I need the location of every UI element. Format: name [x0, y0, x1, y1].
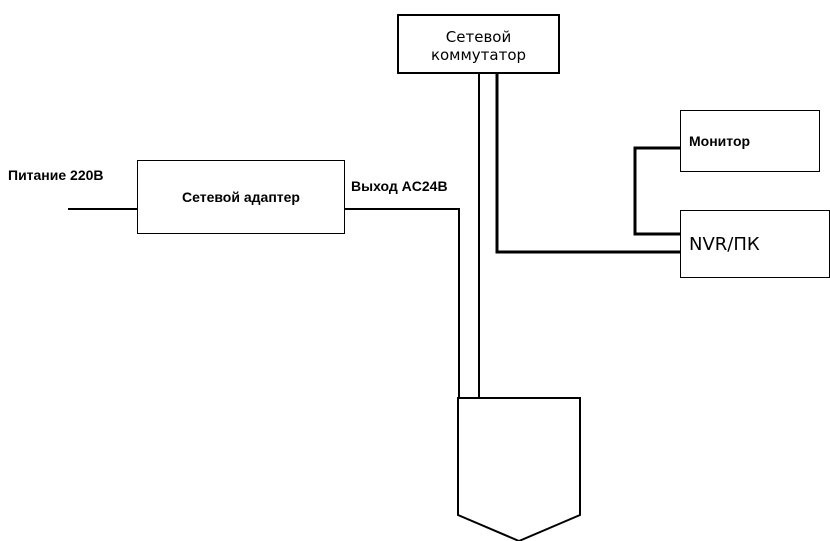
switch-nvr-line: [495, 74, 680, 254]
power-input-label: Питание 220В: [8, 167, 104, 183]
monitor-label: Монитор: [689, 133, 751, 149]
adapter-label: Сетевой адаптер: [182, 189, 300, 205]
adapter-output-label: Выход AC24B: [351, 178, 448, 194]
network-adapter-box: Сетевой адаптер: [137, 160, 345, 234]
switch-label-line1: Сетевой: [445, 28, 512, 46]
ac24-output-line: [345, 208, 460, 398]
camera-shape: [457, 397, 581, 541]
switch-label-line2: коммутатор: [430, 46, 527, 64]
network-switch-box: Сетевой коммутатор: [397, 14, 560, 74]
monitor-box: Монитор: [680, 110, 820, 172]
monitor-nvr-line: [633, 146, 680, 236]
nvr-label: NVR/ПК: [689, 233, 760, 255]
nvr-pc-box: NVR/ПК: [680, 210, 830, 278]
